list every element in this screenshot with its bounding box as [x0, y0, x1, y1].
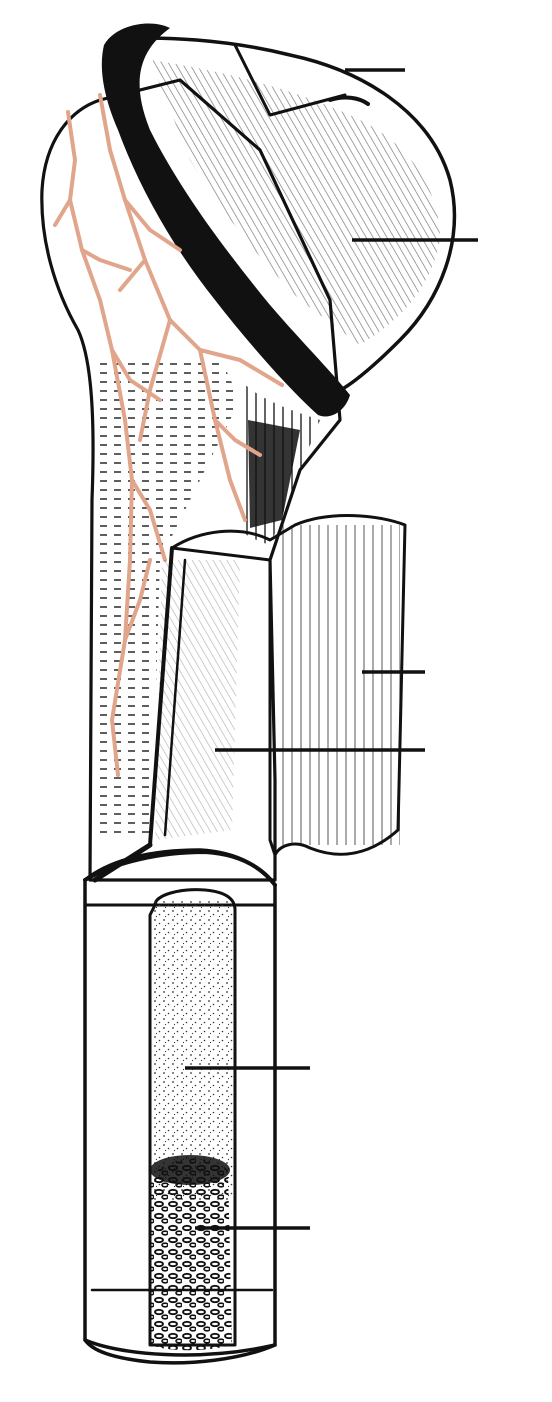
shaft-cross-section — [85, 850, 275, 1363]
humeral-head — [102, 23, 455, 416]
